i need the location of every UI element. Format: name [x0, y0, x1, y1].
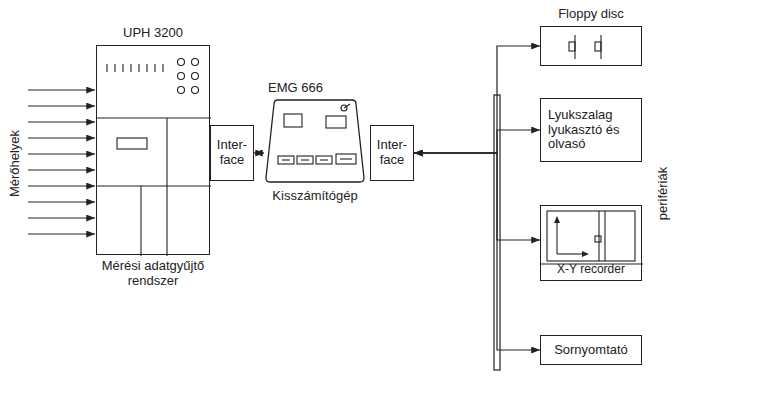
input-arrow — [28, 137, 95, 138]
drawing-stroke — [344, 104, 350, 108]
drawing-stroke — [154, 64, 155, 72]
drawing-stroke — [146, 64, 147, 72]
drawing-stroke — [340, 158, 352, 159]
drawing-stroke — [122, 64, 123, 72]
input-arrow — [28, 201, 95, 202]
input-arrow — [28, 185, 95, 186]
box-text: Lyukszalag lyukasztó és olvasó — [548, 108, 622, 153]
drawing-stroke — [162, 64, 163, 72]
connector-arrow — [414, 153, 540, 350]
drawing-stroke — [282, 159, 290, 160]
drawing-stroke — [178, 73, 185, 80]
floppy-illustration — [541, 27, 643, 67]
drawing-stroke — [166, 118, 167, 256]
drawing-stroke — [604, 211, 605, 261]
node-caption: Kisszámítógép — [272, 189, 357, 204]
connectors — [210, 46, 540, 350]
xy-recorder-box: X-Y recorder — [540, 205, 642, 281]
drawing-stroke — [278, 156, 294, 164]
drawing-stroke — [569, 42, 575, 51]
drawing-stroke — [554, 216, 560, 223]
drawing-stroke — [192, 59, 199, 66]
drawing-stroke — [301, 159, 309, 160]
printer-box: Sornyomtató — [540, 335, 642, 365]
drawing-stroke — [266, 100, 364, 182]
uph-illustration — [97, 46, 211, 256]
minicomputer: EMG 666Kisszámítógép — [264, 100, 366, 184]
input-arrow — [28, 233, 95, 234]
peripherals-label: perifériák — [655, 154, 670, 234]
drawing-stroke — [192, 87, 199, 94]
input-arrow — [28, 153, 95, 154]
node-caption: Mérési adatgyűjtő rendszer — [78, 259, 228, 289]
input-arrow — [28, 121, 95, 122]
drawing-stroke — [138, 64, 139, 72]
drawing-stroke — [595, 42, 601, 51]
data-acquisition-unit: UPH 3200Mérési adatgyűjtő rendszer — [96, 45, 210, 255]
interface-box: Inter- face — [210, 125, 254, 181]
drawing-stroke — [114, 64, 115, 72]
drawing-stroke — [178, 87, 185, 94]
drawing-stroke — [97, 117, 211, 118]
node-title: Floppy disc — [558, 7, 624, 22]
drawing-stroke — [582, 251, 589, 257]
connector-arrow — [254, 152, 264, 153]
node-title: UPH 3200 — [123, 26, 183, 41]
tape-punch-box: Lyukszalag lyukasztó és olvasó — [540, 98, 642, 162]
floppy-box: Floppy disc — [540, 26, 642, 66]
drawing-stroke — [595, 236, 601, 242]
node-title: EMG 666 — [268, 81, 323, 96]
drawing-stroke — [284, 114, 302, 127]
drawing-stroke — [178, 59, 185, 66]
input-arrow — [28, 89, 95, 90]
drawing-stroke — [117, 138, 147, 149]
drawing-stroke — [297, 156, 313, 164]
drawing-stroke — [557, 253, 585, 254]
drawing-stroke — [106, 64, 107, 72]
input-arrow — [28, 105, 95, 106]
input-arrows — [28, 90, 95, 234]
drawing-stroke — [320, 159, 328, 160]
drawing-stroke — [316, 156, 332, 164]
box-text: Inter- face — [216, 138, 248, 168]
emg-illustration — [264, 100, 366, 184]
box-text: Sornyomtató — [554, 343, 628, 358]
drawing-stroke — [130, 64, 131, 72]
connector-arrow — [414, 130, 540, 153]
drawing-stroke — [140, 186, 141, 256]
connector-arrow — [414, 153, 540, 240]
drawing-stroke — [192, 73, 199, 80]
measuring-points-label: Mérőhelyek — [7, 122, 22, 206]
drawing-stroke — [556, 220, 557, 254]
connector-arrow — [414, 46, 540, 153]
drawing-stroke — [326, 116, 346, 128]
interface-box: Inter- face — [370, 125, 414, 181]
node-title: X-Y recorder — [557, 263, 625, 277]
input-arrow — [28, 217, 95, 218]
input-arrow — [28, 169, 95, 170]
drawing-stroke — [547, 211, 635, 261]
drawing-stroke — [336, 154, 356, 164]
box-text: Inter- face — [376, 138, 408, 168]
drawing-stroke — [97, 185, 211, 186]
